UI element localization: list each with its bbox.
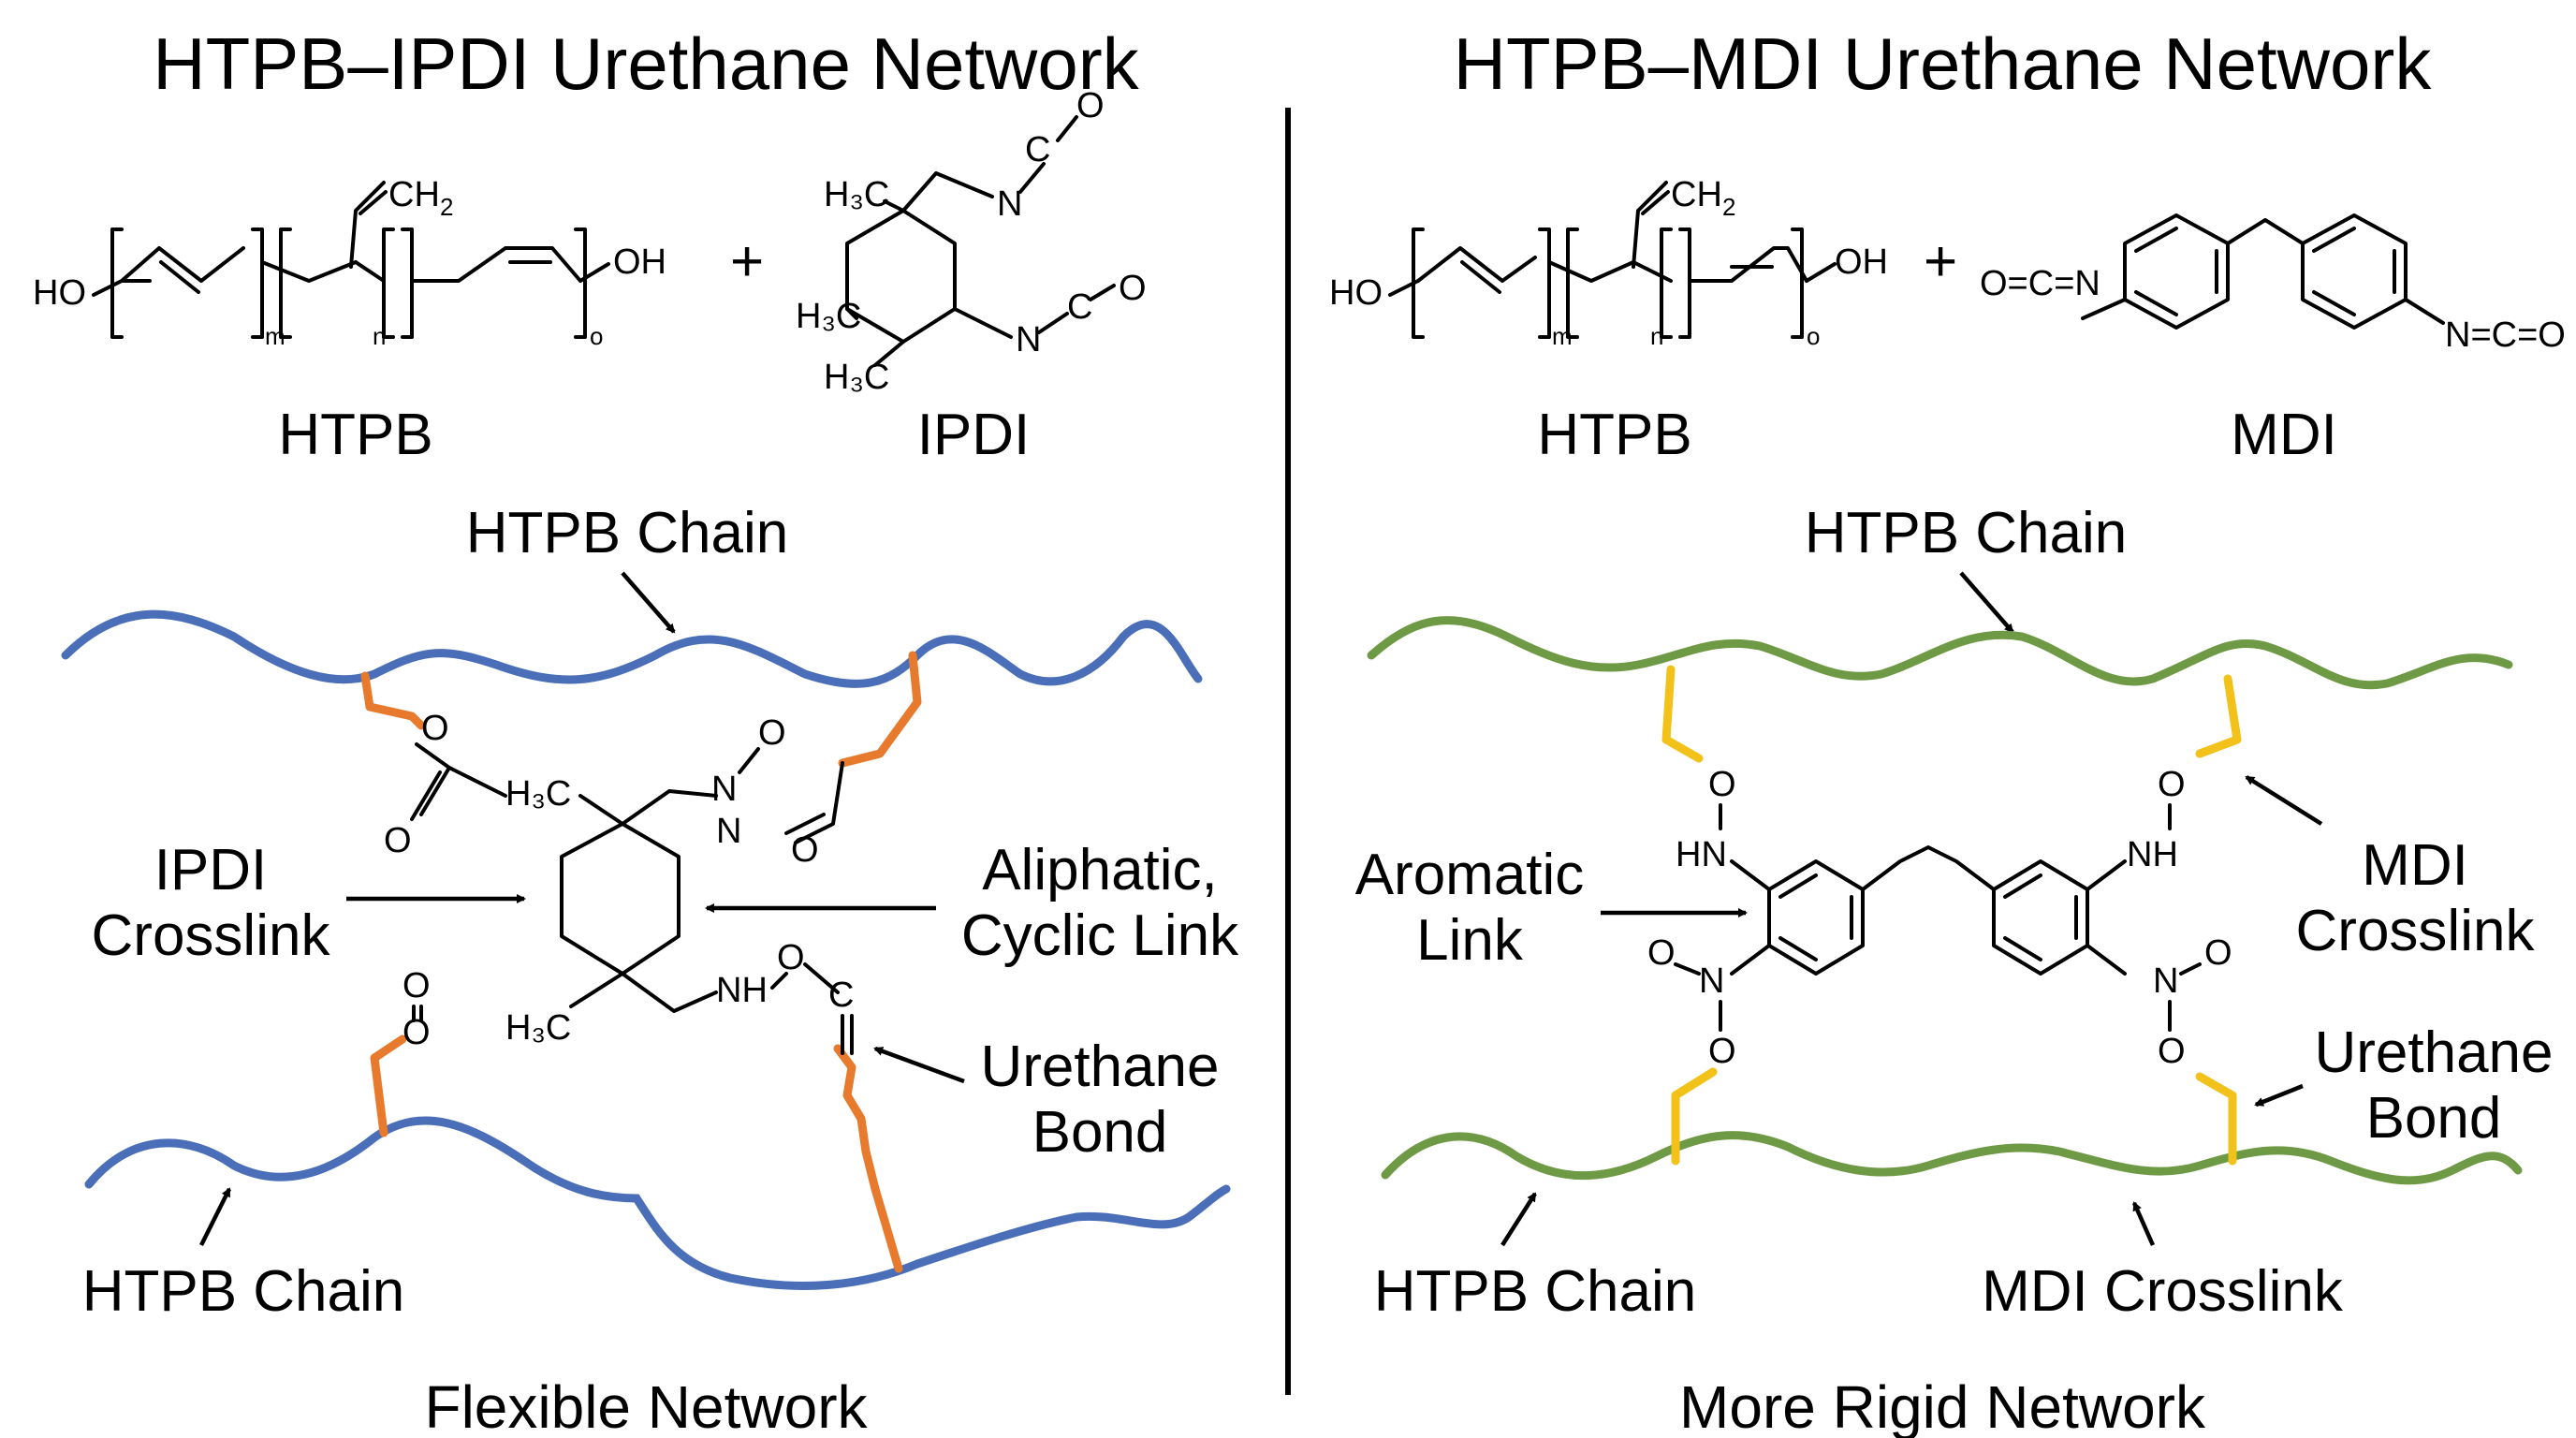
- svg-text:O: O: [1708, 1032, 1736, 1071]
- left-chain-bottom-label: HTPB Chain: [82, 1259, 405, 1324]
- left-title: HTPB–IPDI Urethane Network: [153, 22, 1139, 105]
- left-chain-top-label: HTPB Chain: [466, 501, 789, 565]
- left-bond-label-1: Urethane: [980, 1034, 1219, 1099]
- left-htpb-structure: HO m CH 2 n o OH: [33, 175, 666, 350]
- svg-text:n: n: [373, 322, 386, 350]
- svg-text:O: O: [777, 938, 805, 977]
- svg-text:H₃C: H₃C: [824, 175, 889, 214]
- svg-text:O: O: [384, 821, 412, 860]
- svg-text:C: C: [828, 976, 854, 1015]
- right-bond-label-2: Bond: [2366, 1086, 2502, 1151]
- svg-text:O: O: [421, 709, 449, 748]
- left-reactant2-name: IPDI: [917, 403, 1031, 467]
- ipdi-structure: N C O H₃C N C O H₃C H₃C: [796, 86, 1147, 397]
- left-top-chain: [61, 609, 1203, 688]
- svg-text:C: C: [1025, 130, 1050, 169]
- svg-text:HN: HN: [1676, 835, 1727, 874]
- svg-text:O: O: [2204, 933, 2232, 973]
- svg-text:H₃C: H₃C: [505, 1008, 571, 1048]
- svg-text:O: O: [758, 713, 786, 753]
- left-crosslink-label-2: Crosslink: [92, 903, 331, 968]
- svg-text:O: O: [2158, 765, 2186, 804]
- right-bottom-chain: [1381, 1131, 2523, 1185]
- svg-text:N=C=O: N=C=O: [2445, 315, 2566, 355]
- svg-text:H₃C: H₃C: [505, 774, 571, 814]
- left-link-label-2: Cyclic Link: [961, 903, 1239, 968]
- right-crosslink-label-2: Crosslink: [2296, 899, 2536, 963]
- mdi-structure: O=C=N N=C=O: [1980, 213, 2566, 355]
- mdi-crosslink-molecule: O HN NH O N O O N O O: [1647, 765, 2232, 1071]
- svg-text:NH: NH: [716, 971, 768, 1010]
- right-link-label-1: Aromatic: [1355, 843, 1585, 907]
- svg-text:H₃C: H₃C: [796, 297, 861, 336]
- svg-text:NH: NH: [2127, 835, 2178, 874]
- right-bond-label-1: Urethane: [2314, 1020, 2553, 1085]
- svg-text:N: N: [997, 184, 1022, 224]
- right-htpb-structure: HO m CH 2 n o OH: [1329, 175, 1888, 350]
- svg-text:CH: CH: [388, 175, 440, 214]
- left-bottom-chain: [84, 1116, 1231, 1290]
- svg-text:CH: CH: [1671, 175, 1722, 214]
- svg-text:o: o: [590, 322, 603, 350]
- svg-text:O: O: [2158, 1032, 2186, 1071]
- svg-text:N: N: [2153, 961, 2178, 1001]
- right-reactant1-name: HTPB: [1537, 403, 1691, 467]
- svg-text:O: O: [402, 966, 431, 1005]
- right-chain-bottom-label: HTPB Chain: [1374, 1259, 1697, 1324]
- svg-text:O: O: [1708, 765, 1736, 804]
- right-crosslink-label-1: MDI: [2362, 833, 2468, 898]
- svg-text:O: O: [1119, 269, 1147, 308]
- svg-text:HO: HO: [33, 273, 86, 313]
- right-bottom-crosslink-label: MDI Crosslink: [1982, 1259, 2344, 1324]
- right-reactant2-name: MDI: [2231, 403, 2337, 467]
- svg-text:O: O: [1647, 933, 1676, 973]
- left-bond-label-2: Bond: [1032, 1100, 1168, 1165]
- svg-text:HO: HO: [1329, 273, 1383, 313]
- right-top-chain: [1367, 616, 2513, 690]
- svg-text:N: N: [711, 770, 737, 809]
- svg-text:n: n: [1650, 322, 1663, 350]
- ipdi-crosslink-molecule: O O H₃C N N O H₃C NH O C O O O: [384, 709, 854, 1055]
- svg-text:OH: OH: [613, 242, 666, 282]
- svg-text:N: N: [716, 812, 741, 851]
- svg-text:2: 2: [440, 193, 453, 221]
- svg-text:N: N: [1699, 961, 1724, 1001]
- svg-text:o: o: [1807, 322, 1820, 350]
- left-crosslink-label-1: IPDI: [154, 838, 268, 902]
- right-link-label-2: Link: [1416, 908, 1524, 973]
- svg-text:O: O: [1076, 86, 1105, 125]
- left-plus: +: [730, 229, 764, 294]
- left-link-label-1: Aliphatic,: [982, 838, 1218, 902]
- left-reactant1-name: HTPB: [278, 403, 432, 467]
- right-caption: More Rigid Network: [1679, 1373, 2206, 1438]
- right-plus: +: [1924, 229, 1957, 294]
- svg-text:O: O: [402, 1013, 431, 1052]
- svg-text:OH: OH: [1835, 242, 1888, 282]
- svg-text:N: N: [1016, 320, 1041, 360]
- right-title: HTPB–MDI Urethane Network: [1454, 22, 2433, 105]
- right-chain-top-label: HTPB Chain: [1805, 501, 2128, 565]
- left-caption: Flexible Network: [424, 1373, 868, 1438]
- svg-text:O=C=N: O=C=N: [1980, 264, 2100, 303]
- svg-text:2: 2: [1722, 193, 1735, 221]
- svg-text:C: C: [1067, 287, 1092, 327]
